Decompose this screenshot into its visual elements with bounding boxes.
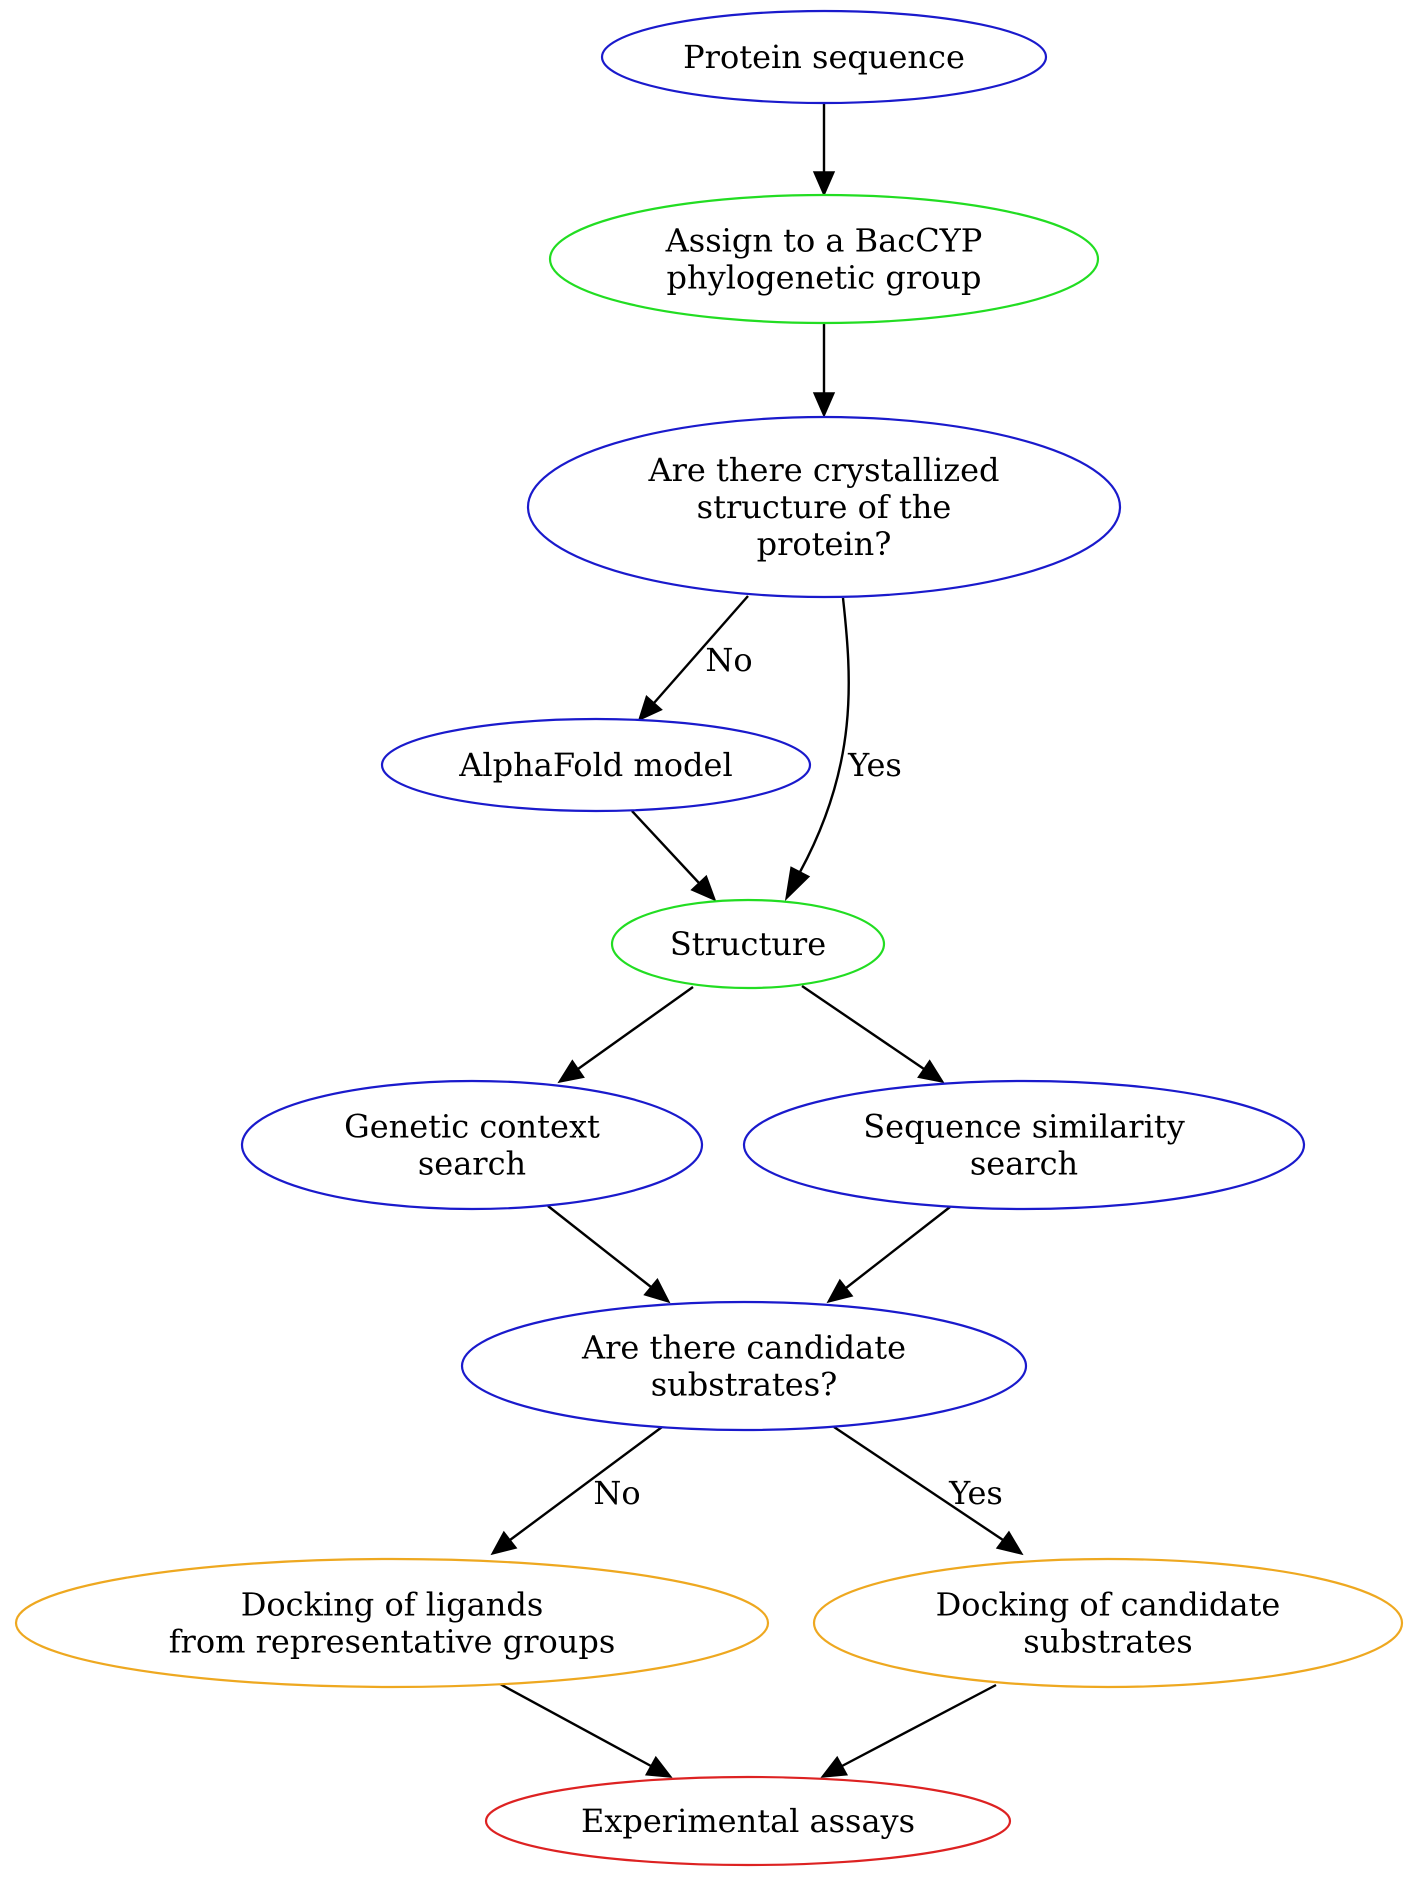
arrowhead-icon: [820, 1755, 849, 1778]
node-alphafold: AlphaFold model: [380, 717, 812, 813]
arrowhead-icon: [812, 171, 836, 197]
arrowhead-icon: [490, 1530, 518, 1556]
edge-line: [631, 810, 700, 884]
node-structure: Structure: [610, 898, 886, 990]
node-ellipse: [240, 1079, 704, 1211]
edge-line: [577, 986, 694, 1070]
node-ellipse: [600, 9, 1048, 105]
arrowhead-icon: [826, 1278, 854, 1304]
edge-line: [547, 1205, 652, 1288]
node-label-line: search: [418, 1145, 526, 1183]
arrowhead-icon: [690, 874, 717, 902]
edge-line: [509, 1426, 663, 1541]
arrowhead-icon: [784, 866, 811, 902]
node-label-line: search: [970, 1145, 1078, 1183]
node-ellipse: [548, 193, 1100, 325]
node-label-line: Genetic context: [344, 1108, 600, 1146]
edge-docking-ligands-to-experimental: [499, 1682, 673, 1778]
arrowhead-icon: [917, 1059, 945, 1084]
node-label-line: structure of the: [697, 488, 952, 526]
node-label-line: AlphaFold model: [458, 746, 732, 784]
edge-line: [841, 1683, 997, 1768]
node-ellipse: [484, 1775, 1012, 1867]
edge-label-no: No: [593, 1474, 640, 1512]
edge-protein-sequence-to-assign-group: [812, 103, 836, 197]
node-label-line: Protein sequence: [683, 38, 965, 76]
edge-structure-to-sequence-similarity: [801, 985, 945, 1084]
edge-alphafold-to-structure: [631, 810, 717, 902]
edge-line: [801, 985, 925, 1070]
arrowhead-icon: [644, 1755, 673, 1778]
node-ellipse: [610, 898, 886, 990]
node-label-line: Are there crystallized: [648, 451, 1000, 489]
node-label-line: protein?: [757, 525, 892, 563]
node-label-line: Experimental assays: [581, 1802, 915, 1840]
node-protein-sequence: Protein sequence: [600, 9, 1048, 105]
edge-line: [833, 1426, 1004, 1541]
edge-sequence-similarity-to-candidate-question: [826, 1206, 951, 1304]
edge-candidate-question-to-docking-candidates: Yes: [833, 1426, 1024, 1556]
node-label-line: phylogenetic group: [667, 259, 982, 297]
node-experimental: Experimental assays: [484, 1775, 1012, 1867]
edge-line: [499, 1682, 652, 1768]
node-label-line: Docking of candidate: [936, 1586, 1281, 1624]
edge-crystal-question-to-alphafold: No: [637, 595, 753, 722]
node-label-line: Assign to a BacCYP: [665, 222, 983, 260]
node-label-line: Are there candidate: [581, 1329, 906, 1367]
edge-label-no: No: [705, 641, 752, 679]
arrowhead-icon: [643, 1277, 671, 1304]
edge-line: [653, 595, 749, 704]
arrowhead-icon: [812, 392, 836, 418]
arrowhead-icon: [995, 1530, 1024, 1556]
edge-candidate-question-to-docking-ligands: No: [490, 1426, 663, 1556]
node-ellipse: [742, 1079, 1306, 1211]
edge-docking-candidates-to-experimental: [820, 1683, 997, 1778]
edge-assign-group-to-crystal-question: [812, 323, 836, 418]
node-ellipse: [380, 717, 812, 813]
node-label-line: from representative groups: [169, 1623, 616, 1661]
node-label-line: substrates?: [651, 1366, 838, 1404]
arrowhead-icon: [637, 695, 663, 722]
node-label-line: Sequence similarity: [863, 1108, 1185, 1146]
node-label-line: Structure: [670, 925, 826, 963]
edge-label-yes: Yes: [847, 746, 902, 784]
arrowhead-icon: [557, 1059, 585, 1084]
edge-line: [845, 1206, 951, 1289]
node-ellipse: [812, 1557, 1404, 1689]
edge-structure-to-genetic-context: [557, 986, 694, 1084]
node-ellipse: [526, 415, 1122, 599]
edge-crystal-question-to-structure: Yes: [784, 597, 902, 902]
edge-line: [798, 597, 850, 873]
edge-genetic-context-to-candidate-question: [547, 1205, 671, 1304]
node-ellipse: [460, 1300, 1028, 1432]
node-label-line: Docking of ligands: [241, 1586, 544, 1624]
node-label-line: substrates: [1023, 1623, 1192, 1661]
node-ellipse: [14, 1557, 770, 1689]
edge-label-yes: Yes: [948, 1474, 1003, 1512]
